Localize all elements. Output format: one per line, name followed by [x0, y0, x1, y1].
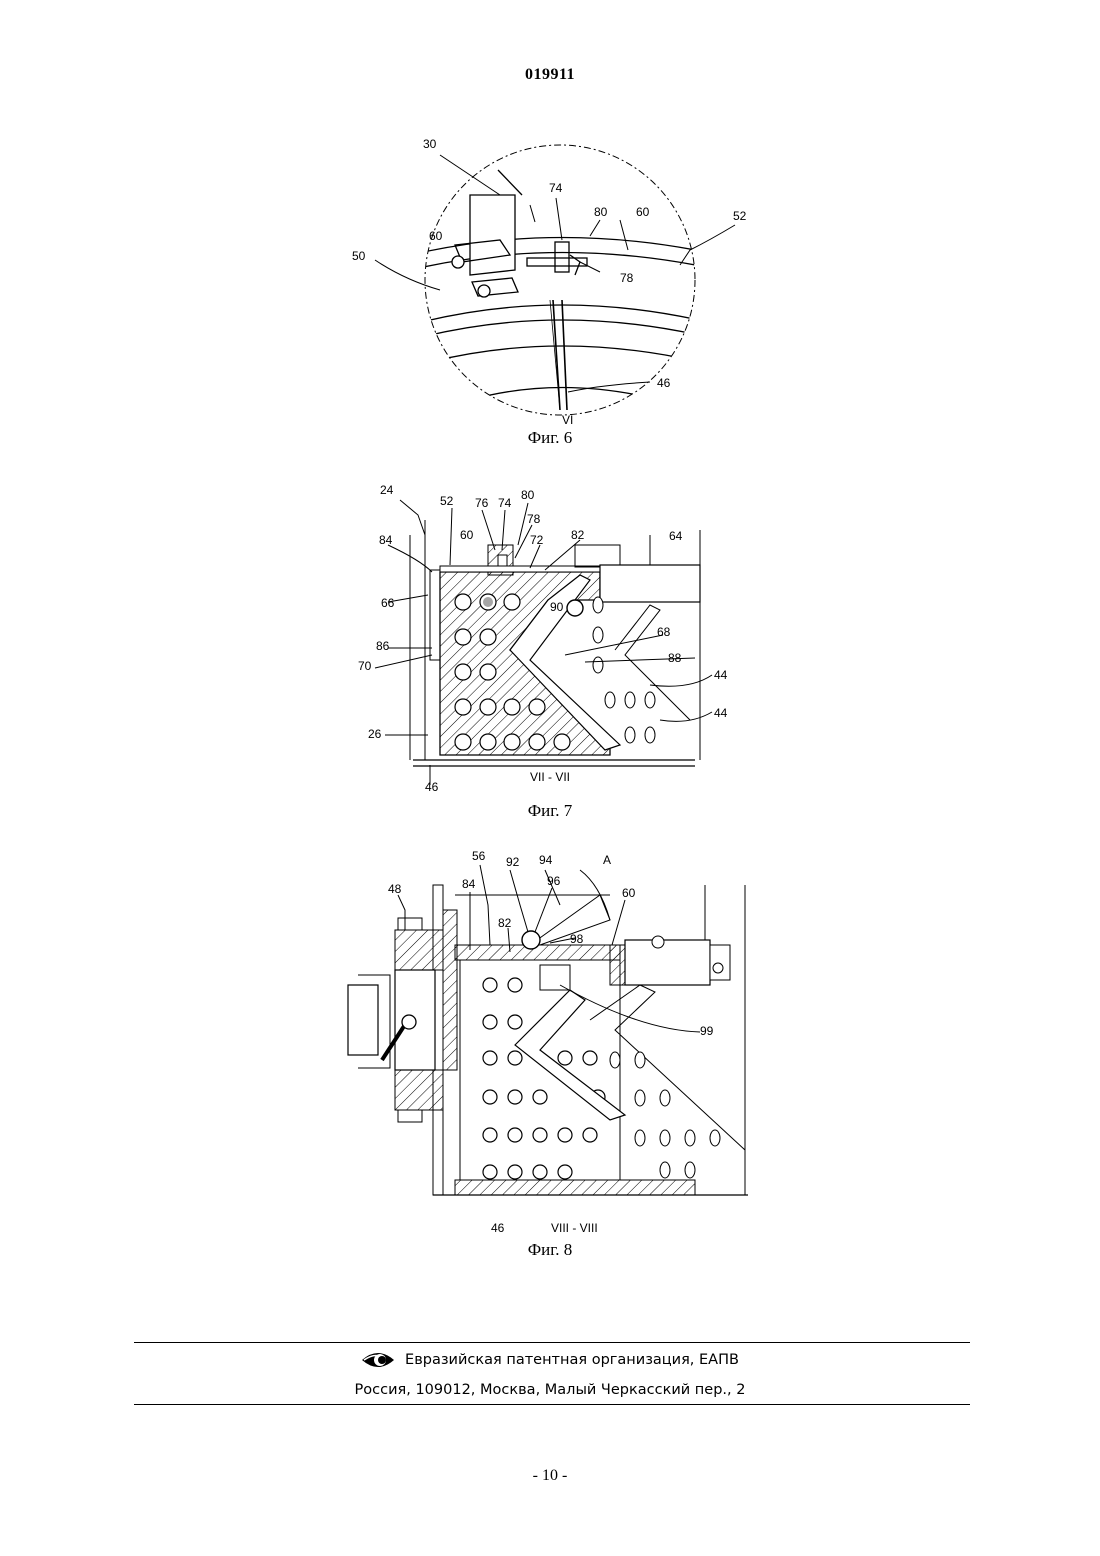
ref-88: 88 [668, 651, 682, 665]
ref-84: 84 [379, 533, 393, 547]
ref-72: 72 [530, 533, 544, 547]
ref-74: 74 [549, 181, 563, 195]
ref-82: 82 [498, 916, 512, 930]
footer-org-line: Евразийская патентная организация, ЕАПВ [0, 1350, 1100, 1370]
ref-30: 30 [423, 137, 437, 151]
document-number: 019911 [0, 66, 1100, 84]
section-label-vi: VI [562, 413, 573, 425]
ref-44-lower: 44 [714, 706, 728, 720]
ref-64: 64 [669, 529, 683, 543]
figure-8-caption: Фиг. 8 [450, 1240, 650, 1260]
ref-84: 84 [462, 877, 476, 891]
footer-bottom-rule [134, 1404, 970, 1405]
ref-78: 78 [527, 512, 541, 526]
ref-26: 26 [368, 727, 382, 741]
ref-60: 60 [622, 886, 636, 900]
ref-44-upper: 44 [714, 668, 728, 682]
figure-6-drawing: 30 74 80 60 52 60 50 78 46 VI [340, 130, 780, 425]
ref-48: 48 [388, 882, 402, 896]
ref-98: 98 [570, 932, 584, 946]
ref-52: 52 [733, 209, 747, 223]
ref-78: 78 [620, 271, 634, 285]
figure-7-drawing: 24 52 76 74 80 78 60 72 82 64 84 66 90 6… [355, 480, 755, 795]
footer-top-rule [134, 1342, 970, 1343]
ref-90: 90 [550, 600, 564, 614]
ref-60-left: 60 [429, 229, 443, 243]
ref-a: A [603, 853, 611, 867]
ref-80: 80 [594, 205, 608, 219]
ref-46: 46 [491, 1221, 505, 1235]
ref-94: 94 [539, 853, 553, 867]
ref-50: 50 [352, 249, 366, 263]
section-label-viii: VIII - VIII [551, 1221, 598, 1235]
ref-80: 80 [521, 488, 535, 502]
ref-92: 92 [506, 855, 520, 869]
ref-46: 46 [425, 780, 439, 794]
ref-56: 56 [472, 849, 486, 863]
figure-8-drawing: 56 92 94 A 48 84 96 60 82 98 99 46 VIII … [340, 845, 760, 1240]
ref-68: 68 [657, 625, 671, 639]
ref-70: 70 [358, 659, 372, 673]
ref-24: 24 [380, 483, 394, 497]
eapo-eye-logo-icon [361, 1350, 395, 1370]
ref-96: 96 [547, 874, 561, 888]
page-number: - 10 - [0, 1467, 1100, 1485]
section-label-vii: VII - VII [530, 770, 570, 784]
ref-66: 66 [381, 596, 395, 610]
footer-address: Россия, 109012, Москва, Малый Черкасский… [0, 1382, 1100, 1398]
footer-org-text: Евразийская патентная организация, ЕАПВ [405, 1352, 739, 1368]
ref-99: 99 [700, 1024, 714, 1038]
ref-76: 76 [475, 496, 489, 510]
ref-60-right: 60 [636, 205, 650, 219]
ref-82: 82 [571, 528, 585, 542]
figure-7-caption: Фиг. 7 [450, 801, 650, 821]
ref-74: 74 [498, 496, 512, 510]
figure-6-caption: Фиг. 6 [450, 428, 650, 448]
ref-86: 86 [376, 639, 390, 653]
ref-52: 52 [440, 494, 454, 508]
ref-46: 46 [657, 376, 671, 390]
ref-60: 60 [460, 528, 474, 542]
